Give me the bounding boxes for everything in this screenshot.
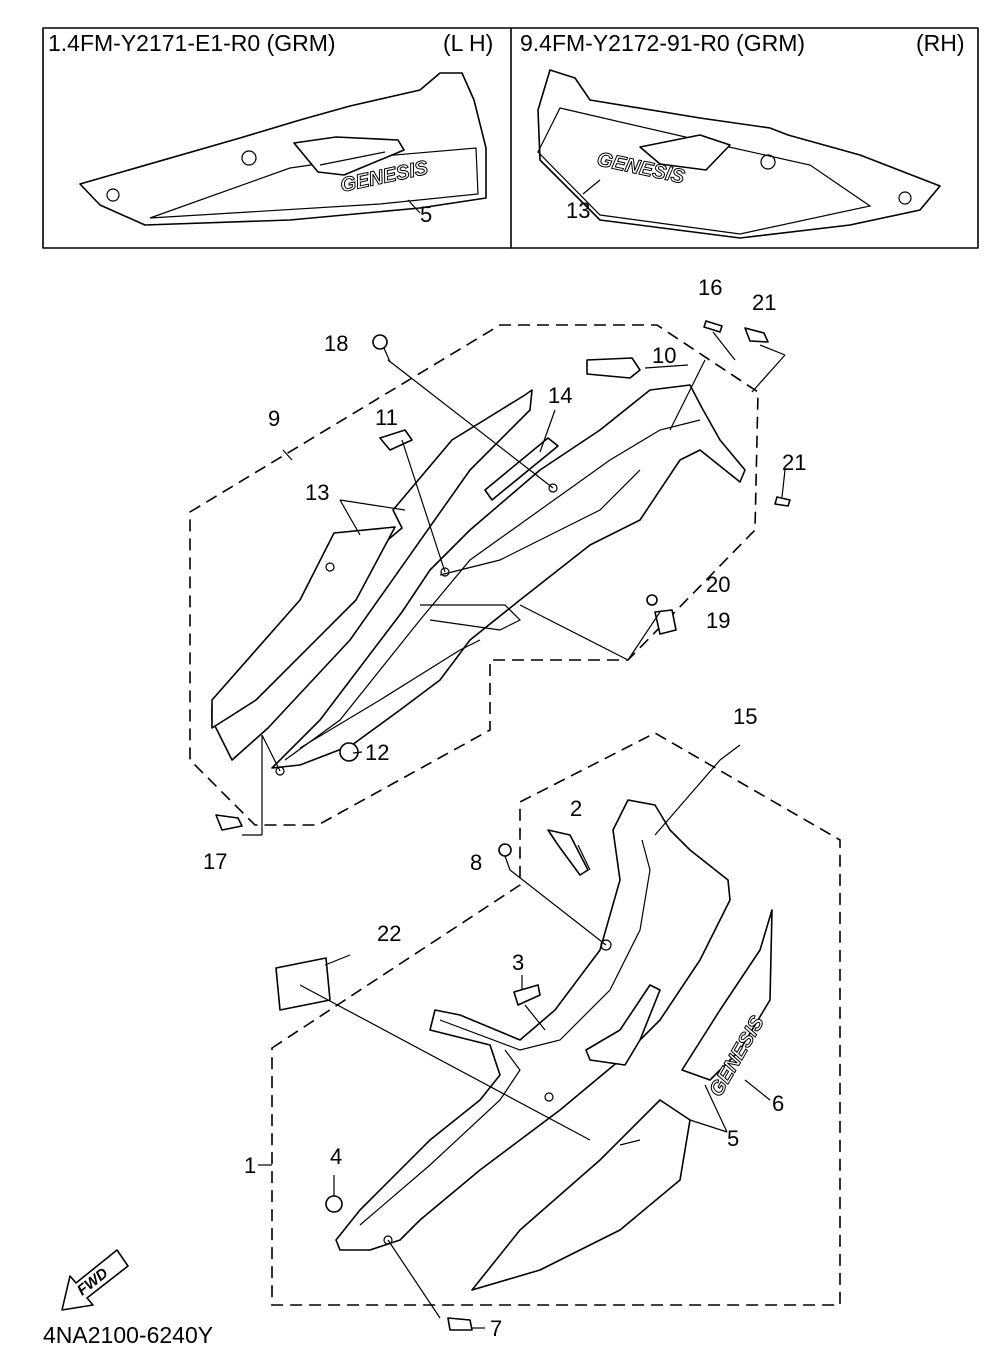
lh-part-code: 1.4FM-Y2171-E1-R0 (GRM)	[48, 30, 336, 56]
rh-part-code: 9.4FM-Y2172-91-R0 (GRM)	[520, 30, 805, 56]
callout-17: 17	[203, 849, 227, 874]
callout-1: 1	[244, 1153, 256, 1178]
rh-cover-panel: GENESIS 13	[537, 69, 941, 239]
callout-15: 15	[733, 704, 757, 729]
callout-10: 10	[652, 343, 676, 368]
callout-14: 14	[548, 383, 572, 408]
rh-side-label: (RH)	[916, 30, 965, 56]
lh-cover-panel: GENESIS 5	[79, 72, 487, 227]
callout-8: 8	[470, 850, 482, 875]
header-box: 1.4FM-Y2171-E1-R0 (GRM) (L H) 9.4FM-Y217…	[42, 27, 979, 249]
callout-21b: 21	[782, 450, 806, 475]
callout-4: 4	[330, 1144, 342, 1169]
callout-numbers: 16 21 18 10 14 9 11 21 13 20 19 15 12 2 …	[203, 275, 806, 1341]
callout-lh-5: 5	[420, 202, 432, 227]
drawing-code: 4NA2100-6240Y	[43, 1322, 213, 1348]
callout-18: 18	[324, 331, 348, 356]
callout-rh-13: 13	[566, 198, 590, 223]
callout-11: 11	[375, 405, 398, 430]
lower-assembly: GENESIS	[258, 732, 841, 1331]
callout-12: 12	[365, 740, 389, 765]
callout-9: 9	[268, 406, 280, 431]
callout-3: 3	[512, 950, 524, 975]
callout-19: 19	[706, 608, 730, 633]
callout-20: 20	[706, 572, 730, 597]
callout-5: 5	[727, 1126, 739, 1151]
callout-21a: 21	[752, 290, 776, 315]
callout-2: 2	[570, 796, 582, 821]
callout-22: 22	[377, 921, 401, 946]
upper-assembly	[189, 320, 791, 836]
callout-6: 6	[772, 1091, 784, 1116]
callout-7: 7	[490, 1316, 502, 1341]
callout-13: 13	[305, 480, 329, 505]
fwd-arrow-icon: FWD	[61, 1249, 129, 1311]
callout-16: 16	[698, 275, 722, 300]
lh-side-label: (L H)	[443, 30, 493, 56]
